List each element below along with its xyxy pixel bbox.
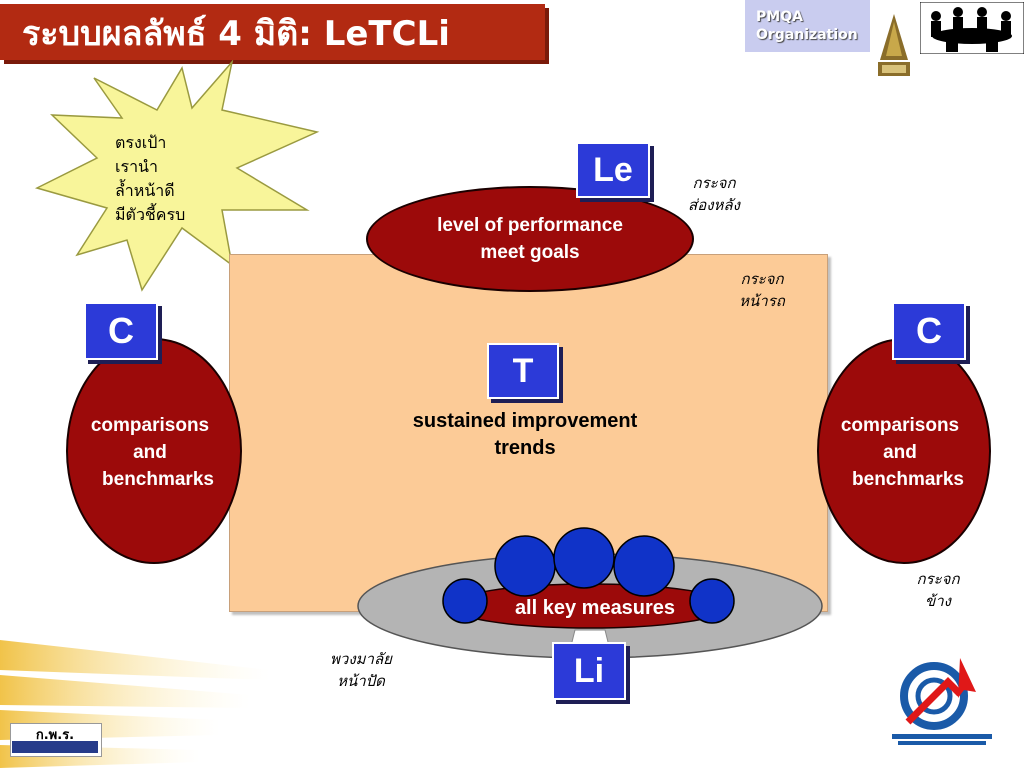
right-label-line2: and xyxy=(883,442,917,463)
right-label-line3: benchmarks xyxy=(852,469,964,490)
pmqa-badge xyxy=(745,0,870,52)
gold-rays-decoration xyxy=(0,640,270,768)
tpi-logo-icon xyxy=(892,658,992,745)
side-mirror-note-line1: กระจก xyxy=(916,570,960,588)
letter-c-left-box: C xyxy=(84,302,158,360)
kpr-strip xyxy=(12,741,98,753)
letter-le-box: Le xyxy=(576,142,650,198)
level-ellipse xyxy=(366,186,694,292)
title-banner xyxy=(0,4,545,60)
burst-line: เรานำ xyxy=(115,157,158,176)
left-label-line1: comparisons xyxy=(90,415,210,436)
pmqa-label: PMQA Organization xyxy=(756,8,858,44)
side-mirror-note: กระจก ข้าง xyxy=(888,568,988,612)
left-comparisons-label: comparisons and benchmarks xyxy=(60,412,240,493)
side-mirror-note-line2: ข้าง xyxy=(924,592,951,610)
windshield-note-line2: หน้ารถ xyxy=(739,292,785,310)
meeting-people-icon xyxy=(920,2,1024,54)
all-key-measures-label: all key measures xyxy=(514,597,676,619)
right-comparisons-ellipse xyxy=(817,338,991,564)
key-measures-disc xyxy=(357,527,823,659)
trends-label: sustained improvement trends xyxy=(370,408,680,462)
steering-wheel-note-line1: พวงมาลัย xyxy=(330,650,392,668)
burst-line: มีตัวชี้ครบ xyxy=(115,205,186,224)
left-comparisons-ellipse xyxy=(66,338,242,564)
steering-wheel-note-line2: หน้าปัด xyxy=(337,672,385,690)
burst-text: ตรงเป้า เรานำ ล้ำหน้าดี มีตัวชี้ครบ xyxy=(115,131,185,227)
pmqa-logo-icon xyxy=(874,10,914,84)
left-label-line2: and xyxy=(133,442,167,463)
letter-t-box: T xyxy=(487,343,559,399)
left-label-line3: benchmarks xyxy=(102,469,214,490)
burst-line: ตรงเป้า xyxy=(115,133,167,152)
letter-c-right-box: C xyxy=(892,302,966,360)
right-comparisons-label: comparisons and benchmarks xyxy=(810,412,990,493)
steering-wheel-note: พวงมาลัย หน้าปัด xyxy=(306,648,416,692)
rear-mirror-note: กระจก ส่องหลัง xyxy=(664,172,764,216)
right-label-line1: comparisons xyxy=(840,415,960,436)
burst-line: ล้ำหน้าดี xyxy=(115,181,175,200)
trends-label-line1: sustained improvement xyxy=(412,410,638,432)
letter-li-box: Li xyxy=(552,642,626,700)
pmqa-label-line1: PMQA xyxy=(756,9,803,25)
pmqa-label-line2: Organization xyxy=(756,27,858,43)
starburst-shape xyxy=(34,60,320,292)
page-title: ระบบผลลัพธ์ 4 มิติ: LeTCLi xyxy=(22,14,450,54)
level-label-line1: level of performance xyxy=(437,215,623,236)
kpr-label: ก.พ.ร. xyxy=(35,728,75,743)
level-label-line2: meet goals xyxy=(480,242,580,263)
rear-mirror-note-line2: ส่องหลัง xyxy=(688,196,740,214)
level-label: level of performance meet goals xyxy=(366,212,694,266)
windshield-note: กระจก หน้ารถ xyxy=(712,268,812,312)
rear-mirror-note-line1: กระจก xyxy=(692,174,736,192)
trends-label-line2: trends xyxy=(494,437,556,459)
windshield-note-line1: กระจก xyxy=(740,270,784,288)
